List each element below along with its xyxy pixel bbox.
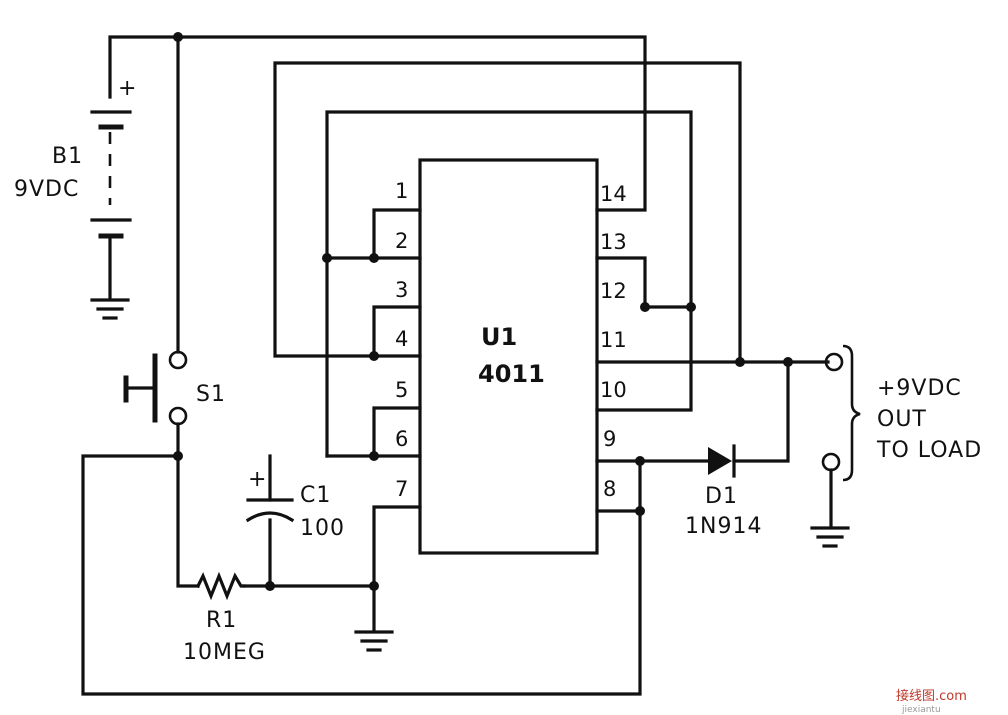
pin-label: 10 <box>600 378 627 402</box>
pin-label: 8 <box>603 477 616 501</box>
ground-icon <box>810 526 850 548</box>
pin-label: 5 <box>395 378 408 402</box>
resistor-r1: R1 10MEG <box>183 571 266 665</box>
battery-value: 9VDC <box>14 177 79 202</box>
pin-label: 6 <box>395 427 408 451</box>
junction-dot <box>173 32 183 42</box>
junction-dot <box>635 506 645 516</box>
junction-dot <box>369 351 379 361</box>
junction-dot <box>265 581 275 591</box>
junction-dot <box>635 456 645 466</box>
capacitor-plus: + <box>248 467 267 492</box>
switch-ref: S1 <box>196 382 226 407</box>
junction-dot <box>686 302 696 312</box>
ic-u1: U1 4011 1 2 3 4 5 6 7 14 13 12 11 10 9 8 <box>395 158 627 555</box>
pin-label: 4 <box>395 327 408 351</box>
output-label-voltage: +9VDC <box>877 376 962 401</box>
pin-label: 11 <box>600 328 627 352</box>
output-terminals: +9VDC OUT TO LOAD <box>821 344 982 482</box>
ground-icon <box>90 298 130 320</box>
battery-plus: + <box>118 76 137 101</box>
output-terminal-ground <box>821 452 841 472</box>
wire-pin12-tie <box>595 256 693 309</box>
resistor-value: 10MEG <box>183 640 266 665</box>
pin-label: 2 <box>395 229 408 253</box>
ic-ref: U1 <box>481 323 517 351</box>
junction-dot <box>640 302 650 312</box>
junction-dot <box>322 253 332 263</box>
output-label-out: OUT <box>877 407 927 432</box>
wire-pin3-4 <box>372 305 422 358</box>
junction-dot <box>369 253 379 263</box>
ic-part: 4011 <box>478 360 545 388</box>
watermark-text: 接线图.com <box>896 688 967 704</box>
diode-d1: D1 1N914 <box>685 444 762 539</box>
switch-s1: S1 <box>123 350 226 426</box>
wire-pin7 <box>372 505 422 632</box>
output-label-load: TO LOAD <box>876 438 982 463</box>
pin-label: 12 <box>600 279 627 303</box>
junction-dot <box>369 451 379 461</box>
battery-b1: + B1 9VDC <box>14 76 137 239</box>
junction-dot <box>369 581 379 591</box>
wire-pin5-6 <box>372 406 422 458</box>
pin-label: 1 <box>395 179 408 203</box>
ground-icon <box>354 630 394 652</box>
wire-middle-loop <box>325 110 693 458</box>
pin-label: 13 <box>600 230 627 254</box>
pin-label: 7 <box>395 477 408 501</box>
ic-body <box>418 158 599 555</box>
pin-label: 3 <box>395 278 408 302</box>
wire-output-to-diode <box>732 360 790 463</box>
output-brace <box>842 344 861 482</box>
battery-ref: B1 <box>52 144 83 169</box>
output-terminal-positive <box>824 352 844 372</box>
watermark-subtext: jiexiantu <box>901 705 941 715</box>
capacitor-value: 100 <box>300 516 345 541</box>
junction-dot <box>783 357 793 367</box>
diode-part: 1N914 <box>685 514 762 539</box>
capacitor-ref: C1 <box>300 483 331 508</box>
wire-outer-loop <box>273 61 742 364</box>
pin-label: 14 <box>600 182 627 206</box>
wire-top-rail <box>108 35 647 212</box>
diode-ref: D1 <box>705 484 738 509</box>
capacitor-c1: + C1 100 <box>176 454 345 541</box>
wire-switch-bottom <box>176 422 200 588</box>
junction-dot <box>735 357 745 367</box>
pin-label: 9 <box>603 427 616 451</box>
wire-feedback-loop <box>81 454 642 696</box>
junctions <box>173 32 793 591</box>
wires <box>81 35 833 696</box>
diode-symbol <box>708 447 732 475</box>
watermark: 接线图.com jiexiantu <box>896 688 967 715</box>
resistor-ref: R1 <box>206 608 237 633</box>
wire-pin1-2 <box>372 208 422 260</box>
